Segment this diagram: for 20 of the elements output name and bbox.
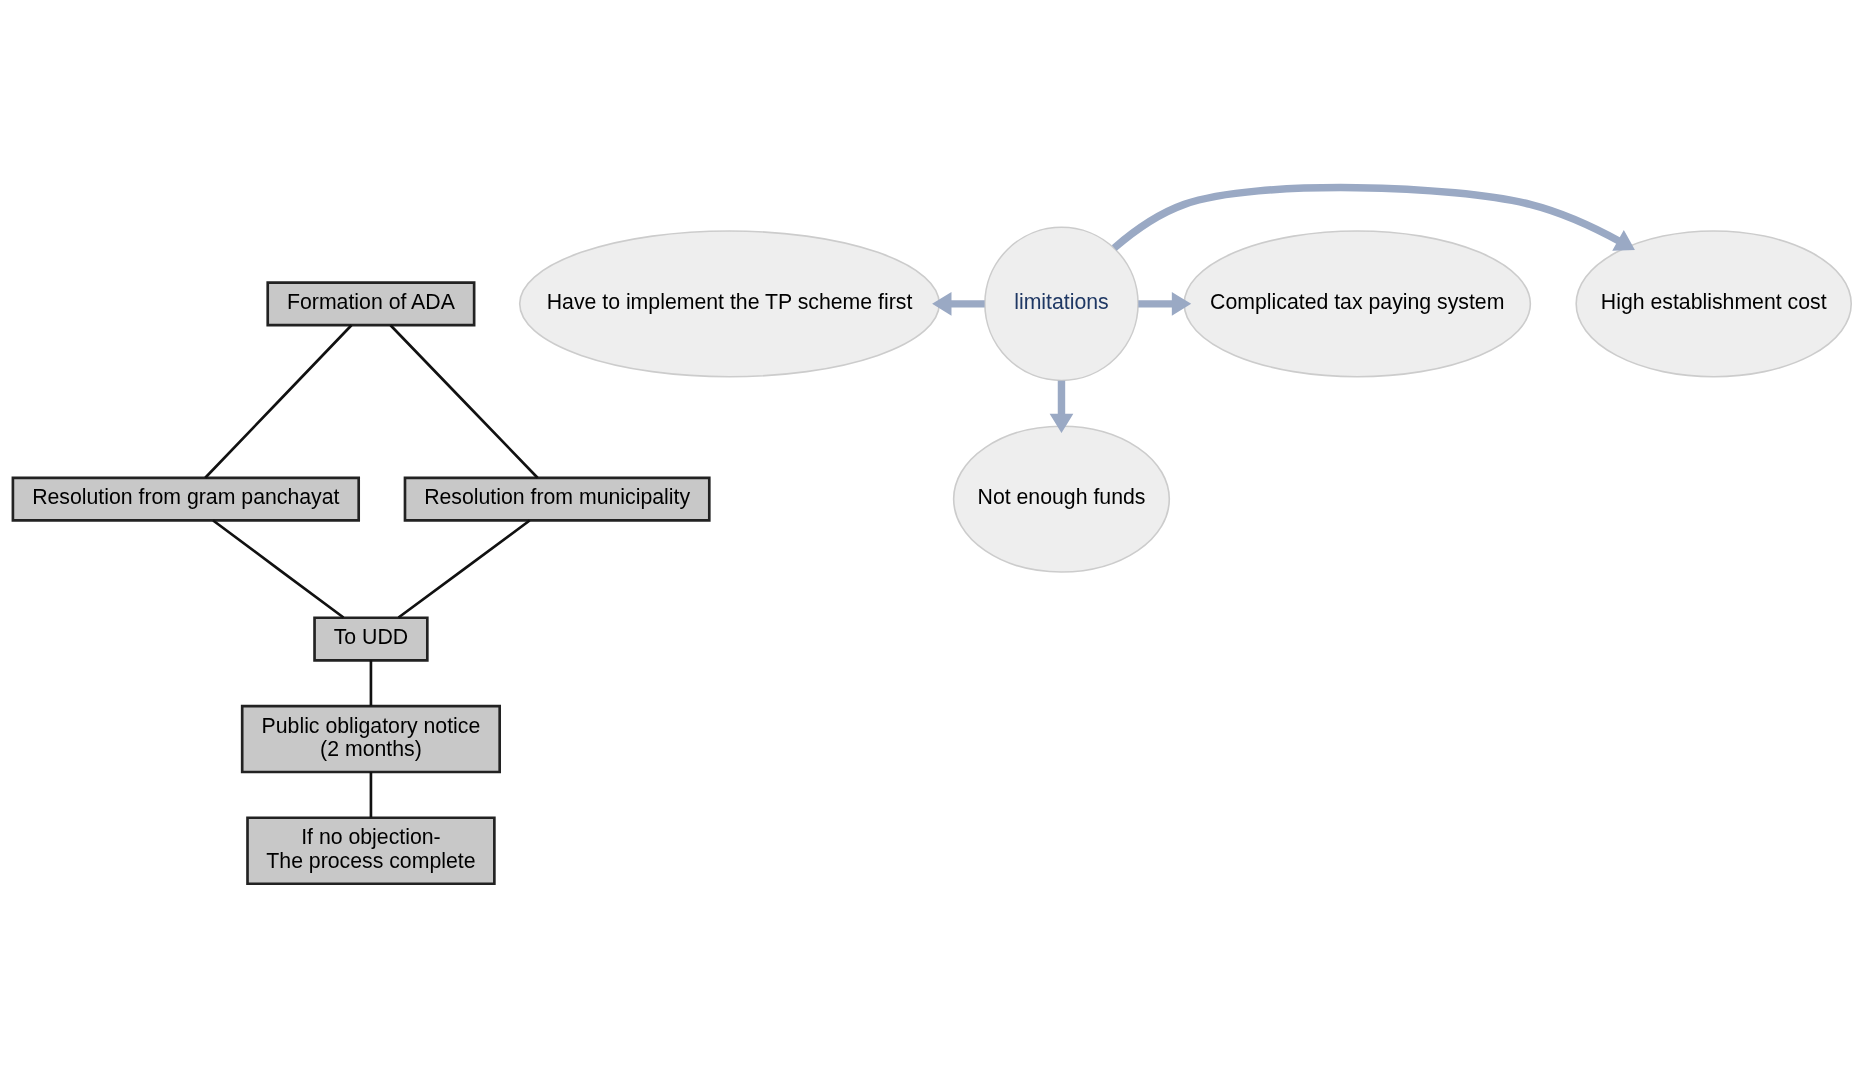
connector (389, 324, 539, 479)
node-ellipse: Have to implement the TP scheme first (518, 230, 941, 378)
node-box: To UDD (313, 616, 429, 662)
node-box: Public obligatory notice (2 months) (240, 704, 501, 774)
arrow (1111, 183, 1635, 251)
arrow (932, 292, 985, 316)
node-ellipse: Not enough funds (952, 425, 1171, 573)
node-ellipse: Complicated tax paying system (1183, 230, 1532, 378)
connector (212, 519, 345, 619)
connector (369, 660, 373, 706)
node-box: Resolution from gram panchayat (11, 476, 361, 522)
node-box: If no objection- The process complete (246, 816, 496, 886)
node-circle: limitations (984, 226, 1139, 382)
arrow (1138, 292, 1192, 316)
connector (397, 519, 531, 619)
connector (204, 324, 353, 479)
connector (369, 772, 373, 818)
node-box: Resolution from municipality (403, 476, 711, 522)
arrow (1049, 380, 1074, 434)
node-box: Formation of ADA (266, 281, 476, 327)
